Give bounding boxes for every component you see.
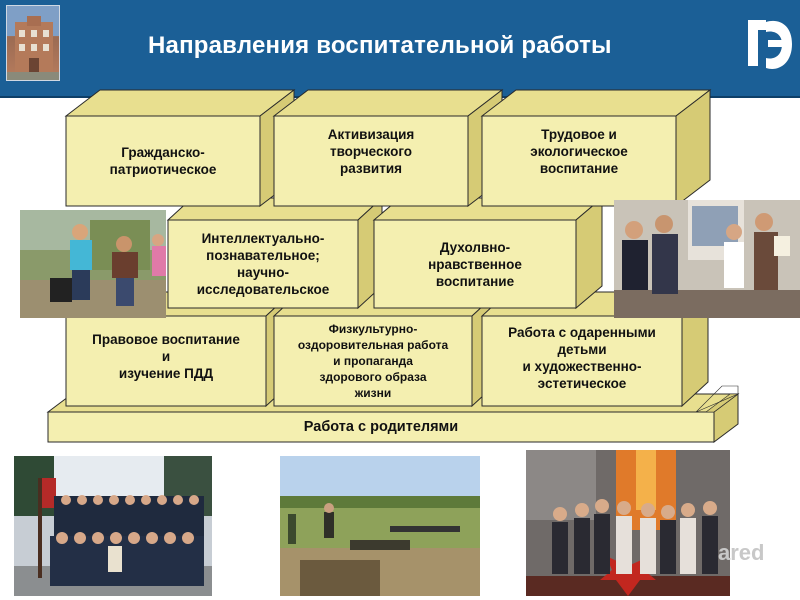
block-intellectual: Интеллектуально- познавательное; научно-… bbox=[166, 196, 384, 310]
block-spiritual-label: Духолвно- нравственное воспитание bbox=[428, 239, 522, 289]
college-logo-icon bbox=[744, 14, 796, 76]
watermark-text: ared bbox=[718, 540, 765, 565]
building-photo bbox=[6, 5, 60, 81]
photo-award-ceremony bbox=[614, 200, 800, 318]
block-gifted-label: Работа с одаренными детьми и художествен… bbox=[508, 325, 656, 391]
block-creative-label: Активизация творческого развития bbox=[327, 126, 415, 176]
block-civic: Гражданско- патриотическое bbox=[64, 88, 296, 208]
photo-memorial-group bbox=[526, 450, 730, 596]
photo-students-cleanup bbox=[20, 210, 166, 318]
page-title: Направления воспитательной работы bbox=[148, 32, 612, 59]
block-sport-label: Физкультурно- оздоровительная работа и п… bbox=[297, 322, 449, 400]
block-legal-label: Правовое воспитание и изучение ПДД bbox=[92, 331, 240, 381]
block-intellectual-label: Интеллектуально- познавательное; научно-… bbox=[196, 231, 330, 297]
block-spiritual: Духолвно- нравственное воспитание bbox=[372, 196, 604, 310]
block-parents-label: Работа с родителями bbox=[303, 418, 459, 435]
block-creative: Активизация творческого развития bbox=[272, 88, 504, 208]
photo-shooting-range bbox=[280, 456, 480, 596]
block-labor-label: Трудовое и экологическое воспитание bbox=[530, 126, 628, 176]
block-labor: Трудовое и экологическое воспитание bbox=[480, 88, 712, 208]
header-bar: Направления воспитательной работы bbox=[0, 0, 800, 98]
photo-group-flags bbox=[14, 456, 212, 596]
block-civic-label: Гражданско- патриотическое bbox=[109, 145, 217, 177]
